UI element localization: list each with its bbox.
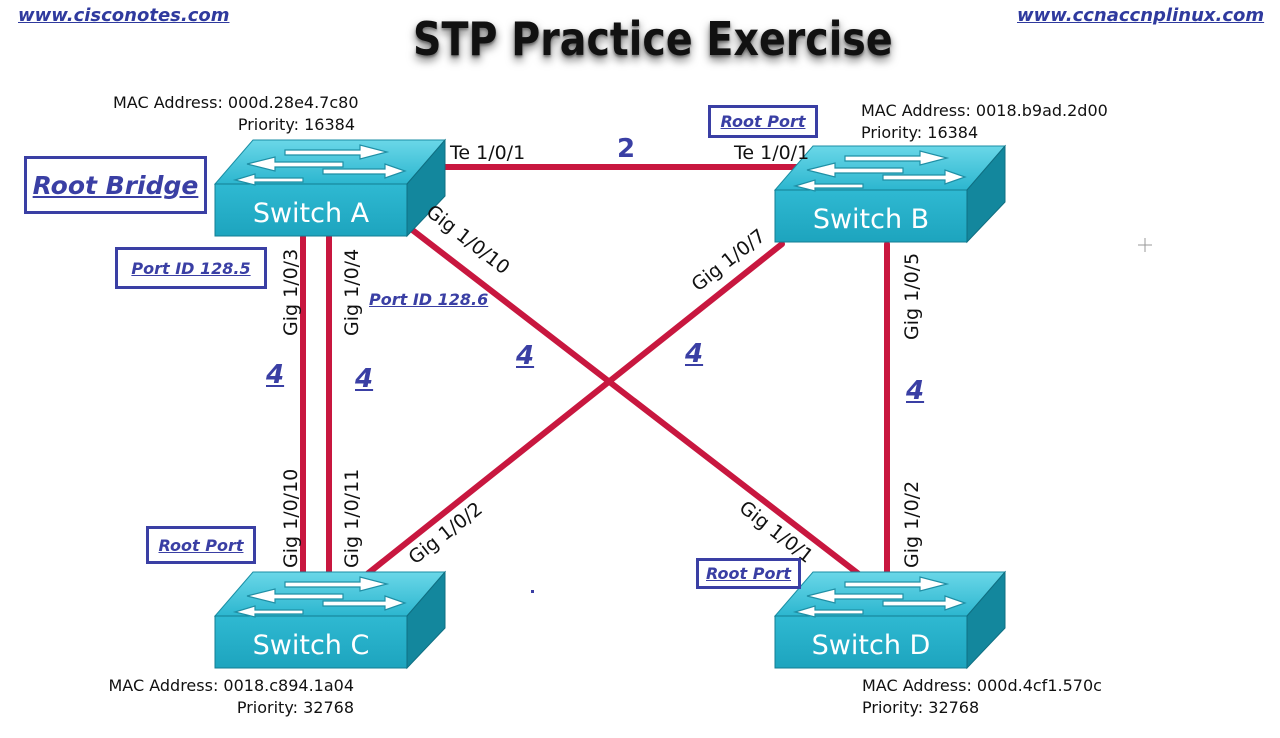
port-id-2-label: Port ID 128.6 — [369, 290, 489, 309]
port-b-te: Te 1/0/1 — [733, 142, 809, 164]
switch-c-icon: Switch C — [214, 571, 446, 669]
switch-d-priority: Priority: 32768 — [862, 698, 980, 717]
switch-a-priority: Priority: 16384 — [237, 115, 355, 134]
switch-d-mac: MAC Address: 000d.4cf1.570c — [862, 676, 1102, 695]
root-port-d-label: Root Port — [706, 564, 791, 583]
port-a-g4: Gig 1/0/4 — [341, 249, 363, 336]
root-bridge-box: Root Bridge — [24, 156, 207, 214]
root-port-c-box: Root Port — [146, 526, 256, 564]
cost-a-b: 2 — [617, 134, 636, 164]
switch-b-icon: Switch B — [774, 145, 1006, 243]
cisconotes-link[interactable]: www.cisconotes.com — [18, 5, 230, 26]
switch-d-icon: Switch D — [774, 571, 1006, 669]
cost-a-c-right: 4 — [355, 364, 374, 394]
switch-a-info: MAC Address: 000d.28e4.7c80 Priority: 16… — [113, 92, 359, 136]
stray-dot — [531, 590, 534, 593]
switch-c-label: Switch C — [253, 630, 370, 661]
switch-b-mac: MAC Address: 0018.b9ad.2d00 — [861, 101, 1108, 120]
crosshair-icon — [1138, 238, 1152, 252]
port-c-g10: Gig 1/0/10 — [280, 469, 302, 568]
port-a-g3: Gig 1/0/3 — [280, 249, 302, 336]
port-id-1-label: Port ID 128.5 — [131, 258, 251, 278]
switch-d-info: MAC Address: 000d.4cf1.570c Priority: 32… — [862, 675, 1102, 719]
page-title: STP Practice Exercise — [413, 12, 893, 66]
cost-b-d: 4 — [906, 376, 925, 406]
cost-a-d: 4 — [516, 341, 535, 371]
switch-a-icon: Switch A — [214, 139, 446, 237]
switch-b-priority: Priority: 16384 — [861, 123, 979, 142]
switch-a-mac: MAC Address: 000d.28e4.7c80 — [113, 93, 359, 112]
port-d-g2: Gig 1/0/2 — [901, 481, 923, 568]
port-id-box: Port ID 128.5 — [115, 247, 267, 289]
link-a-d — [399, 219, 863, 578]
port-a-g10: Gig 1/0/10 — [422, 201, 514, 279]
switch-a-label: Switch A — [253, 198, 370, 229]
switch-c-info: MAC Address: 0018.c894.1a04 Priority: 32… — [98, 675, 355, 719]
switch-b-info: MAC Address: 0018.b9ad.2d00 Priority: 16… — [861, 100, 1108, 144]
port-c-g11: Gig 1/0/11 — [341, 469, 363, 568]
cost-b-c: 4 — [685, 339, 704, 369]
switch-c-mac: MAC Address: 0018.c894.1a04 — [108, 676, 355, 695]
switch-d-label: Switch D — [812, 630, 931, 661]
root-port-b-box: Root Port — [708, 105, 818, 138]
port-a-te: Te 1/0/1 — [449, 142, 525, 164]
link-b-c — [363, 241, 785, 578]
switch-b-label: Switch B — [813, 204, 929, 235]
root-bridge-label: Root Bridge — [32, 170, 199, 200]
cost-a-c-left: 4 — [266, 360, 285, 390]
switch-c-priority: Priority: 32768 — [236, 698, 354, 717]
port-b-g5: Gig 1/0/5 — [901, 253, 923, 340]
root-port-c-label: Root Port — [158, 535, 244, 555]
root-port-d-box: Root Port — [696, 558, 801, 589]
root-port-b-label: Root Port — [720, 112, 806, 131]
ccnaccnplinux-link[interactable]: www.ccnaccnplinux.com — [1017, 5, 1265, 26]
